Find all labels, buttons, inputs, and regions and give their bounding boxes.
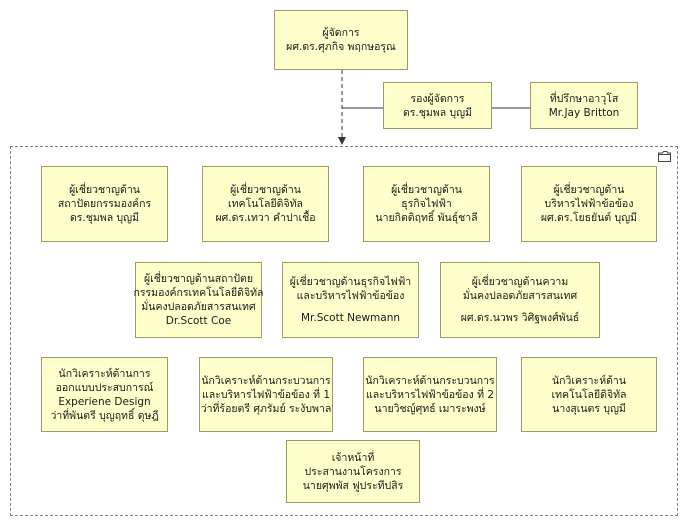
box-line: กรรมองค์กรเทคโนโลยีดิจิทัล (133, 287, 264, 299)
box-line: นักวิเคราะห์ด้านการ (58, 367, 151, 380)
box-line: มั่นคงปลอดภัยสารสนเทศ (462, 290, 578, 302)
box-line: นายวิชญ์ศุทธ์ เมาระพงษ์ (374, 402, 486, 415)
box-line: นายกิตติฤทธิ์ พันธุ์ชาลี (375, 212, 478, 224)
project-coordinator-box[interactable]: เจ้าหน้าที่ ประสานงานโครงการ นายศุพพัส ฟ… (286, 440, 420, 503)
analyst-process-2-box[interactable]: นักวิเคราะห์ด้านกระบวนการ และบริหารไฟฟ้า… (363, 357, 497, 432)
box-line: นักวิเคราะห์ด้าน (551, 374, 627, 387)
box-line: ผู้เชี่ยวชาญด้าน (230, 184, 301, 196)
expert-digital-technology-box[interactable]: ผู้เชี่ยวชาญด้าน เทคโนโลยีดิจิทัล ผศ.ดร.… (202, 166, 329, 242)
analyst-experience-design-box[interactable]: นักวิเคราะห์ด้านการ ออกแบบประสบการณ์ Exp… (41, 357, 168, 432)
analyst-process-1-box[interactable]: นักวิเคราะห์ด้านกระบวนการ และบริหารไฟฟ้า… (199, 357, 333, 432)
advisor-name: Mr.Jay Britton (548, 106, 620, 119)
box-line: ผู้เชี่ยวชาญด้านสถาปัตย (143, 273, 254, 285)
expert-power-management-box[interactable]: ผู้เชี่ยวชาญด้าน บริหารไฟฟ้าข้อข้อง ผศ.ด… (521, 166, 657, 242)
box-line: ผู้เชี่ยวชาญด้านธุรกิจไฟฟ้า (289, 276, 412, 288)
box-line: ธุรกิจไฟฟ้า (401, 198, 452, 210)
expert-information-security-box[interactable]: ผู้เชี่ยวชาญด้านความ มั่นคงปลอดภัยสารสนเ… (440, 262, 600, 338)
box-line: และบริหารไฟฟ้าข้อข้อง (296, 290, 405, 302)
deputy-title: รองผู้จัดการ (410, 92, 465, 105)
senior-advisor-box[interactable]: ที่ปรึกษาอาวุโส Mr.Jay Britton (530, 82, 638, 129)
box-line: เจ้าหน้าที่ (331, 451, 375, 464)
expert-business-power-box[interactable]: ผู้เชี่ยวชาญด้านธุรกิจไฟฟ้า และบริหารไฟฟ… (282, 262, 419, 338)
manager-box[interactable]: ผู้จัดการ ผศ.ดร.ศุภกิจ พฤกษอรุณ (274, 10, 408, 70)
box-line: นักวิเคราะห์ด้านกระบวนการ (365, 374, 495, 387)
box-line: Mr.Scott Newmann (300, 312, 401, 324)
box-line: ว่าที่พันตรี บุญฤทธิ์ ดุษฎี (50, 409, 159, 422)
box-line: เทคโนโลยีดิจิทัล (228, 198, 303, 210)
advisor-title: ที่ปรึกษาอาวุโส (549, 92, 619, 105)
box-line: สถาปัตยกรรมองค์กร (57, 198, 152, 210)
box-line: ดร.ชุมพล บุญมี (69, 212, 140, 224)
box-line: ผศ.ดร.เทวา คำปาเชื้อ (215, 212, 316, 224)
expert-enterprise-architecture-box[interactable]: ผู้เชี่ยวชาญด้าน สถาปัตยกรรมองค์กร ดร.ชุ… (41, 166, 168, 242)
box-line: มั่นคงปลอดภัยสารสนเทศ (141, 301, 256, 313)
box-line: นายศุพพัส ฟูประทีปสิร (302, 479, 404, 492)
box-line: และบริหารไฟฟ้าข้อข้อง ที่ 2 (365, 388, 495, 401)
analyst-digital-technology-box[interactable]: นักวิเคราะห์ด้าน เทคโนโลยีดิจิทัล นางสุเ… (521, 357, 657, 432)
manager-title: ผู้จัดการ (322, 27, 360, 39)
team-group-frame (10, 146, 678, 516)
box-line: ออกแบบประสบการณ์ (55, 381, 154, 394)
box-line: ผู้เชี่ยวชาญด้านความ (471, 276, 569, 288)
box-line: ว่าที่ร้อยตรี ศุภรัมย์ ระงับพาล (200, 402, 332, 415)
expert-electricity-business-box[interactable]: ผู้เชี่ยวชาญด้าน ธุรกิจไฟฟ้า นายกิตติฤทธ… (363, 166, 490, 242)
box-line: นางสุเนตร บุญมี (552, 402, 626, 415)
box-line: บริหารไฟฟ้าข้อข้อง (544, 198, 634, 210)
box-line: ผศ.ดร.โยธยันต์ บุญมี (540, 212, 638, 224)
box-line: ประสานงานโครงการ (304, 465, 402, 478)
deputy-manager-box[interactable]: รองผู้จัดการ ดร.ชุมพล บุญมี (383, 82, 492, 129)
deputy-name: ดร.ชุมพล บุญมี (402, 106, 473, 119)
manager-name: ผศ.ดร.ศุภกิจ พฤกษอรุณ (286, 41, 396, 53)
box-line: และบริหารไฟฟ้าข้อข้อง ที่ 1 (201, 388, 331, 401)
box-line: ผู้เชี่ยวชาญด้าน (391, 184, 462, 196)
expert-architecture-security-box[interactable]: ผู้เชี่ยวชาญด้านสถาปัตย กรรมองค์กรเทคโนโ… (133, 262, 264, 338)
box-line: นักวิเคราะห์ด้านกระบวนการ (201, 374, 331, 387)
box-line: ผู้เชี่ยวชาญด้าน (69, 184, 140, 196)
box-line: Dr.Scott Coe (165, 315, 232, 327)
box-line: เทคโนโลยีดิจิทัล (551, 388, 627, 401)
box-line: ผศ.ดร.นวพร วิศิฐพงศ์พันธ์ (460, 312, 580, 324)
box-line: Experiene Design (58, 395, 151, 408)
folder-icon (658, 151, 671, 162)
box-line: ผู้เชี่ยวชาญด้าน (553, 184, 625, 196)
